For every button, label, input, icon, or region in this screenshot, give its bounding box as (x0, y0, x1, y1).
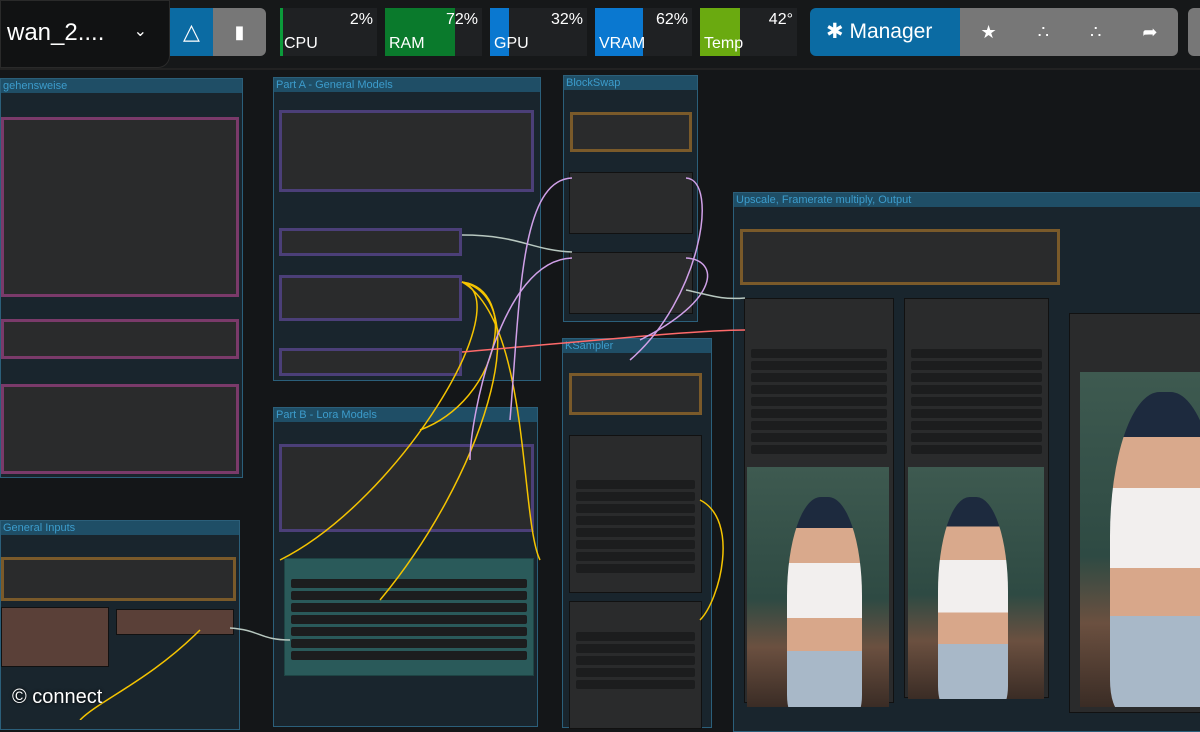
cpu-label: CPU (284, 35, 318, 52)
group-ksampler[interactable]: KSampler (562, 338, 712, 729)
note-node[interactable] (1, 319, 239, 359)
chevron-down-icon[interactable]: ⌄ (133, 23, 147, 40)
node[interactable] (569, 172, 693, 234)
group-title: KSampler (563, 339, 711, 353)
group-part-a[interactable]: Part A - General Models (273, 77, 541, 381)
link (461, 234, 573, 253)
broom-icon[interactable]: ∴ (1089, 22, 1102, 42)
puzzle-icon: ✱ (826, 20, 844, 43)
link (229, 627, 291, 641)
input-node[interactable] (1, 607, 109, 667)
video-preview[interactable] (908, 467, 1044, 699)
manager-actions: ★ ∴ ∴ ➦ (960, 8, 1178, 56)
ksampler-node[interactable] (569, 373, 702, 415)
slider-node[interactable] (116, 609, 234, 635)
link (639, 257, 709, 341)
ram-label: RAM (389, 35, 425, 52)
video-combine-node[interactable] (744, 298, 894, 707)
temp-label: Temp (704, 35, 744, 52)
manager-button[interactable]: ✱ Manager (810, 8, 960, 56)
link (79, 629, 201, 720)
vram-bar (595, 8, 643, 56)
link (629, 177, 703, 361)
group-blockswap[interactable]: BlockSwap (563, 75, 698, 322)
upscale-node[interactable] (740, 229, 1060, 285)
temp-value: 42° (768, 11, 793, 28)
group-title: gehensweise (1, 79, 242, 93)
top-bar: wan_2.... ⌄ △ ▮ 2% CPU 72% RAM 32% GPU 6… (0, 0, 1200, 70)
link (469, 257, 573, 461)
group-vorgehensweise[interactable]: gehensweise (0, 78, 243, 478)
comfy-logo-icon[interactable]: △ (170, 8, 213, 56)
ram-bar (385, 8, 455, 56)
monitor-vram: 62% VRAM (595, 8, 692, 56)
vram-value: 62% (655, 11, 688, 28)
cpu-value: 2% (349, 11, 373, 28)
link (699, 499, 724, 621)
temp-bar (700, 8, 740, 56)
cpu-bar (280, 8, 283, 56)
gpu-value: 32% (550, 11, 583, 28)
broom-icon[interactable]: ∴ (1037, 22, 1050, 42)
workflow-name: wan_2.... (7, 19, 105, 46)
blockswap-node[interactable] (570, 112, 692, 152)
note-node[interactable] (1, 117, 239, 297)
link (379, 281, 499, 601)
star-icon[interactable]: ★ (980, 22, 997, 42)
group-title: General Inputs (1, 521, 239, 535)
share-icon[interactable]: ➦ (1142, 22, 1158, 42)
group-title: Part A - General Models (274, 78, 540, 92)
monitor-temp: 42° Temp (700, 8, 797, 56)
link (509, 177, 573, 421)
link (461, 329, 746, 353)
group-upscale-output[interactable]: Upscale, Framerate multiply, Output (733, 192, 1200, 732)
model-loader-node[interactable] (279, 110, 534, 192)
vram-label: VRAM (599, 35, 646, 52)
manager-label: Manager (849, 20, 933, 43)
gpu-bar (490, 8, 509, 56)
lora-node[interactable] (279, 444, 534, 532)
node[interactable] (569, 252, 693, 314)
model-node[interactable] (279, 228, 462, 256)
gpu-label: GPU (494, 35, 529, 52)
group-title: Part B - Lora Models (274, 408, 537, 422)
watermark: © connect (12, 686, 103, 708)
group-title: BlockSwap (564, 76, 697, 90)
model-node[interactable] (279, 275, 462, 321)
monitor-gpu: 32% GPU (490, 8, 587, 56)
link (685, 289, 746, 300)
workflow-selector[interactable]: wan_2.... ⌄ (0, 0, 170, 68)
video-combine-node[interactable] (904, 298, 1049, 699)
group-title: Upscale, Framerate multiply, Output (734, 193, 1200, 207)
link (279, 281, 478, 561)
video-combine-node[interactable] (1069, 313, 1200, 713)
menu-button[interactable] (1188, 8, 1200, 56)
link (461, 281, 541, 561)
video-preview[interactable] (747, 467, 889, 707)
bookmark-icon[interactable]: ▮ (213, 8, 266, 56)
model-node[interactable] (279, 348, 462, 376)
input-node[interactable] (1, 557, 236, 601)
monitor-cpu: 2% CPU (280, 8, 377, 56)
note-node[interactable] (1, 384, 239, 474)
group-general-inputs[interactable]: General Inputs (0, 520, 240, 730)
monitor-ram: 72% RAM (385, 8, 482, 56)
ram-value: 72% (445, 11, 478, 28)
video-preview[interactable] (1080, 372, 1200, 707)
lora-stack-node[interactable] (284, 558, 534, 676)
ksampler-node[interactable] (569, 435, 702, 593)
ksampler-node[interactable] (569, 601, 702, 729)
